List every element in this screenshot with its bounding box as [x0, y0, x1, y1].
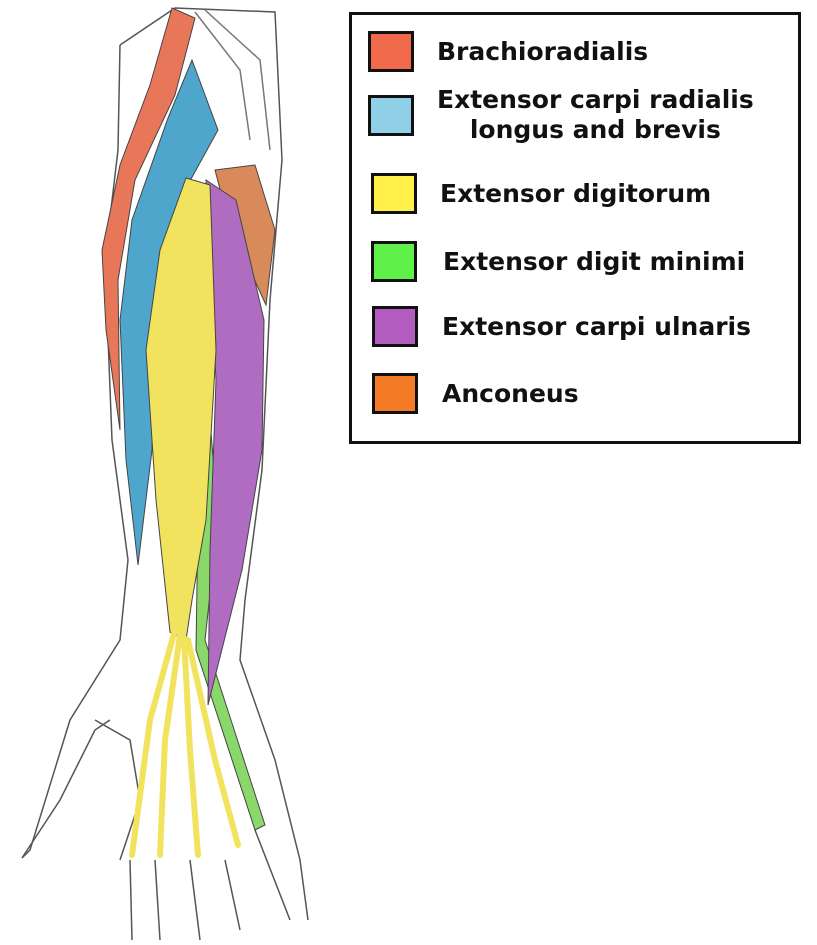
anconeus-swatch: [372, 373, 418, 414]
legend-label: Brachioradialis: [437, 36, 649, 66]
extensor-digitorum-swatch: [371, 173, 417, 214]
extensor-carpi-ulnaris-swatch: [372, 306, 418, 347]
extensor-digitorum-tendons: [129, 627, 241, 858]
legend: Brachioradialis Extensor carpi radialis …: [349, 12, 801, 444]
brachioradialis-region: [101, 7, 196, 431]
legend-item-extensor-carpi-radialis: Extensor carpi radialis longus and brevi…: [368, 85, 754, 145]
legend-label: Extensor digit minimi: [443, 246, 746, 276]
legend-label-line2: longus and brevis: [469, 115, 721, 144]
legend-item-anconeus: Anconeus: [368, 373, 579, 414]
legend-item-extensor-digitorum: Extensor digitorum: [368, 173, 711, 214]
legend-label-line1: Extensor carpi radialis: [437, 85, 754, 114]
legend-item-extensor-digiti-minimi: Extensor digit minimi: [368, 241, 745, 282]
legend-item-brachioradialis: Brachioradialis: [368, 31, 648, 72]
extensor-carpi-radialis-swatch: [368, 94, 414, 136]
forearm-outline: [21, 7, 309, 941]
brachioradialis-swatch: [368, 31, 414, 72]
legend-label: Extensor digitorum: [440, 178, 712, 208]
legend-label: Extensor carpi radialis longus and brevi…: [437, 85, 754, 145]
legend-label: Extensor carpi ulnaris: [442, 311, 751, 341]
legend-label: Anconeus: [442, 378, 579, 408]
legend-item-extensor-carpi-ulnaris: Extensor carpi ulnaris: [368, 306, 751, 347]
extensor-carpi-ulnaris-region: [205, 179, 265, 706]
extensor-digiti-minimi-swatch: [371, 241, 417, 282]
extensor-carpi-radialis-region: [119, 58, 219, 566]
